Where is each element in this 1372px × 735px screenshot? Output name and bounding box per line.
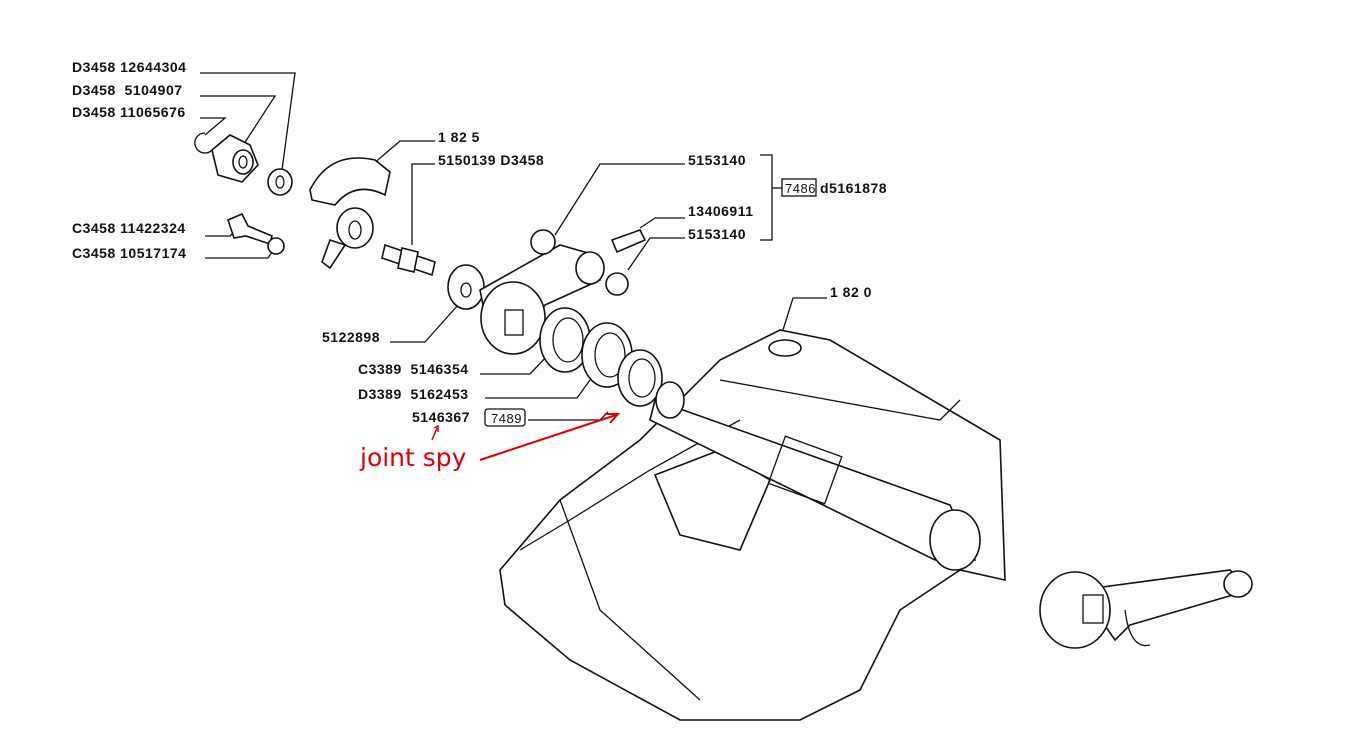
joint-spy-annotation: joint spy	[359, 413, 621, 472]
part-label: 5146367	[412, 409, 470, 425]
splined-shaft-icon	[649, 381, 981, 571]
kit-part-label: d5161878	[820, 180, 887, 196]
kit-number: 7489	[491, 411, 522, 426]
lever-arm-icon	[447, 229, 647, 355]
part-label: C3458 10517174	[72, 245, 186, 261]
spring-washer-icon	[267, 237, 285, 255]
seal-rings-icon	[539, 307, 663, 407]
annotation-text: joint spy	[359, 443, 467, 472]
part-label: 13406911	[688, 203, 754, 219]
lever-detail-icon	[1039, 569, 1253, 649]
washer-icon	[267, 168, 293, 196]
reference-label: 1 82 5	[438, 129, 480, 145]
part-label: D3389 5162453	[358, 386, 469, 402]
part-label: 5153140	[688, 152, 746, 168]
arrow-icon	[431, 427, 438, 441]
kit-box	[781, 178, 817, 197]
part-label: D3458 5104907	[72, 82, 183, 98]
kit-box	[484, 408, 526, 427]
knob-nut-icon	[211, 134, 259, 183]
part-label: 5150139 D3458	[438, 152, 544, 168]
transmission-housing-icon	[499, 329, 1006, 721]
part-label: 5122898	[322, 329, 380, 345]
sector-lever-icon	[309, 157, 391, 270]
part-label: C3389 5146354	[358, 361, 469, 377]
part-label: 5153140	[688, 226, 746, 242]
part-label: C3458 11422324	[72, 220, 186, 236]
circlip-icon	[194, 132, 213, 154]
stud-icon	[381, 243, 436, 277]
part-label: D3458 11065676	[72, 104, 186, 120]
arrow-icon	[479, 414, 617, 461]
reference-label: 1 82 0	[830, 284, 872, 300]
part-label: D3458 12644304	[72, 59, 186, 75]
kit-number: 7486	[785, 181, 816, 196]
bolt-icon	[227, 212, 273, 246]
